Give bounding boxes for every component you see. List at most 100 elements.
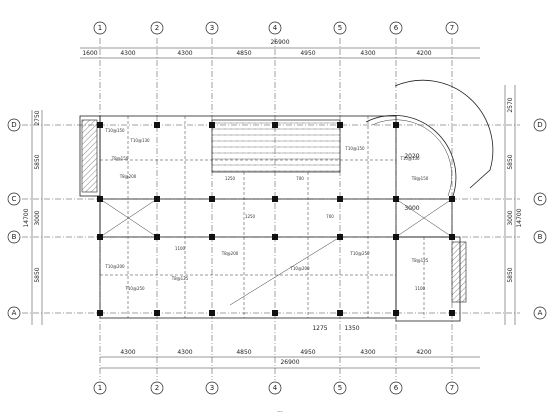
bottom-dimension-label: 4300: [360, 349, 375, 356]
right-dimension-label: 3000: [507, 210, 514, 225]
right-dimension-label: 5850: [507, 267, 514, 282]
extra-dimension-label: 2020: [404, 153, 419, 160]
column-axis-bubble-top-label: 5: [338, 24, 342, 32]
left-dimension-label: 3000: [34, 210, 41, 225]
slab-reinforcement-note: 1100: [175, 246, 186, 251]
column-axis-bubble-top: [150, 21, 164, 35]
row-axis-bubble-right-label: C: [538, 195, 543, 203]
column-axis-bubble-bottom-label: 3: [210, 384, 214, 392]
column-axis-bubble-bottom: [389, 381, 403, 395]
row-axis-bubble-left-label: B: [12, 233, 17, 241]
column-axis-bubble-top-label: 7: [450, 24, 454, 32]
column-axis-bubble-bottom: [93, 381, 107, 395]
top-dimension-label: 1600: [82, 50, 97, 57]
top-dimension-label: 4850: [236, 50, 251, 57]
column-axis-bubble-top: [205, 21, 219, 35]
row-axis-bubble-right-label: B: [538, 233, 543, 241]
slab-reinforcement-note: 700: [296, 176, 304, 181]
top-dimension-label: 4300: [177, 50, 192, 57]
top-total-dimension: 26900: [270, 39, 289, 46]
column-axis-bubble-bottom: [445, 381, 459, 395]
slab-reinforcement-note: T8@200: [221, 251, 239, 256]
slab-reinforcement-note: T10@130: [129, 138, 150, 143]
slab-reinforcement-note: T10@250: [349, 251, 370, 256]
left-dimension-label: 5850: [34, 154, 41, 169]
slab-reinforcement-note: 1250: [245, 214, 256, 219]
bottom-dimension-label: 4850: [236, 349, 251, 356]
top-dimension-label: 4300: [120, 50, 135, 57]
column-axis-bubble-top: [389, 21, 403, 35]
right-dimension-label: 2570: [507, 97, 514, 112]
column-axis-bubble-bottom-label: 4: [273, 384, 278, 392]
column-axis-bubble-bottom: [150, 381, 164, 395]
bottom-dimension-label: 4950: [300, 349, 315, 356]
slab-reinforcement-note: T8@150: [411, 176, 429, 181]
extra-dimension-label: 1350: [344, 325, 359, 332]
column-axis-bubble-top-label: 4: [273, 24, 278, 32]
row-axis-bubble-right-label: A: [538, 309, 543, 317]
columns: [97, 122, 455, 316]
row-axis-bubble-left-label: D: [11, 121, 16, 129]
column-axis-bubble-top: [268, 21, 282, 35]
row-axis-bubble-left: [7, 118, 21, 132]
slab-reinforcement-note: T10@200: [289, 266, 310, 271]
beam-lines: [100, 116, 425, 318]
row-axis-bubble-right: [533, 306, 547, 320]
bottom-dimension-labels: 4300 4300 4850 4950 4300 4200: [120, 349, 431, 356]
row-axis-bubble-right: [533, 192, 547, 206]
left-dimension-label: 5850: [34, 267, 41, 282]
column-axis-bubble-top-label: 3: [210, 24, 214, 32]
column-axis-bubble-top-label: 1: [98, 24, 102, 32]
bottom-dimension-label: 4300: [177, 349, 192, 356]
curved-bay: [365, 79, 494, 200]
column-axis-bubble-bottom: [205, 381, 219, 395]
slab-reinforcement-note: 1250: [225, 176, 236, 181]
bottom-dimension-label: 4300: [120, 349, 135, 356]
slab-reinforcement-note: T10@150: [344, 146, 365, 151]
bottom-total-dimension: 26900: [280, 359, 299, 366]
column-axis-bubble-bottom-label: 6: [394, 384, 399, 392]
column-axis-bubble-top: [445, 21, 459, 35]
column-axis-bubble-bottom: [268, 381, 282, 395]
column-axis-bubble-bottom-label: 5: [338, 384, 342, 392]
column-axis-bubble-top: [333, 21, 347, 35]
row-axis-bubble-right-label: D: [537, 121, 542, 129]
row-axis-bubble-right: [533, 118, 547, 132]
extra-dimension-label: 3000: [404, 205, 419, 212]
drawing-title: ...: [277, 407, 283, 414]
slab-reinforcement-note: T10@150: [104, 128, 125, 133]
left-dimension-label: 2750: [34, 110, 41, 125]
slab-reinforcement-note: 700: [326, 214, 334, 219]
side-dimension-labels: 2750 5850 3000 5850 2570 5850 3000 5850 1275 1350…: [34, 97, 514, 332]
slab-reinforcement-note: T8@125: [171, 276, 189, 281]
slab-reinforcement-note: T10@130: [399, 156, 420, 161]
column-axis-bubble-bottom: [333, 381, 347, 395]
row-axis-bubble-left-label: A: [12, 309, 17, 317]
row-axis-bubble-left-label: C: [12, 195, 17, 203]
column-axis-bubble-bottom-label: 1: [98, 384, 102, 392]
row-axis-bubble-right: [533, 230, 547, 244]
slab-notes: T10@150T10@130T8@150T8@200T10@200T10@250…: [104, 128, 428, 291]
right-dimension-label: 5850: [507, 154, 514, 169]
slab-reinforcement-note: T10@200: [104, 264, 125, 269]
row-axis-bubble-left: [7, 192, 21, 206]
column-axis-bubble-bottom-label: 2: [155, 384, 159, 392]
column-axis-bubble-bottom-label: 7: [450, 384, 454, 392]
slab-reinforcement-note: T8@200: [119, 174, 137, 179]
vertical-grid-lines: [99, 38, 453, 380]
right-total-dimension: 14700: [516, 208, 523, 227]
extra-dimension-label: 1275: [312, 325, 327, 332]
column-axis-bubble-top: [93, 21, 107, 35]
building-outline: [79, 115, 467, 322]
slab-reinforcement-note: T8@125: [411, 258, 429, 263]
top-dimension-label: 4200: [416, 50, 431, 57]
top-dimension-label: 4950: [300, 50, 315, 57]
bottom-dimension-label: 4200: [416, 349, 431, 356]
left-total-dimension: 14700: [23, 208, 30, 227]
column-axis-bubble-top-label: 2: [155, 24, 159, 32]
slab-reinforcement-note: T8@150: [111, 156, 129, 161]
